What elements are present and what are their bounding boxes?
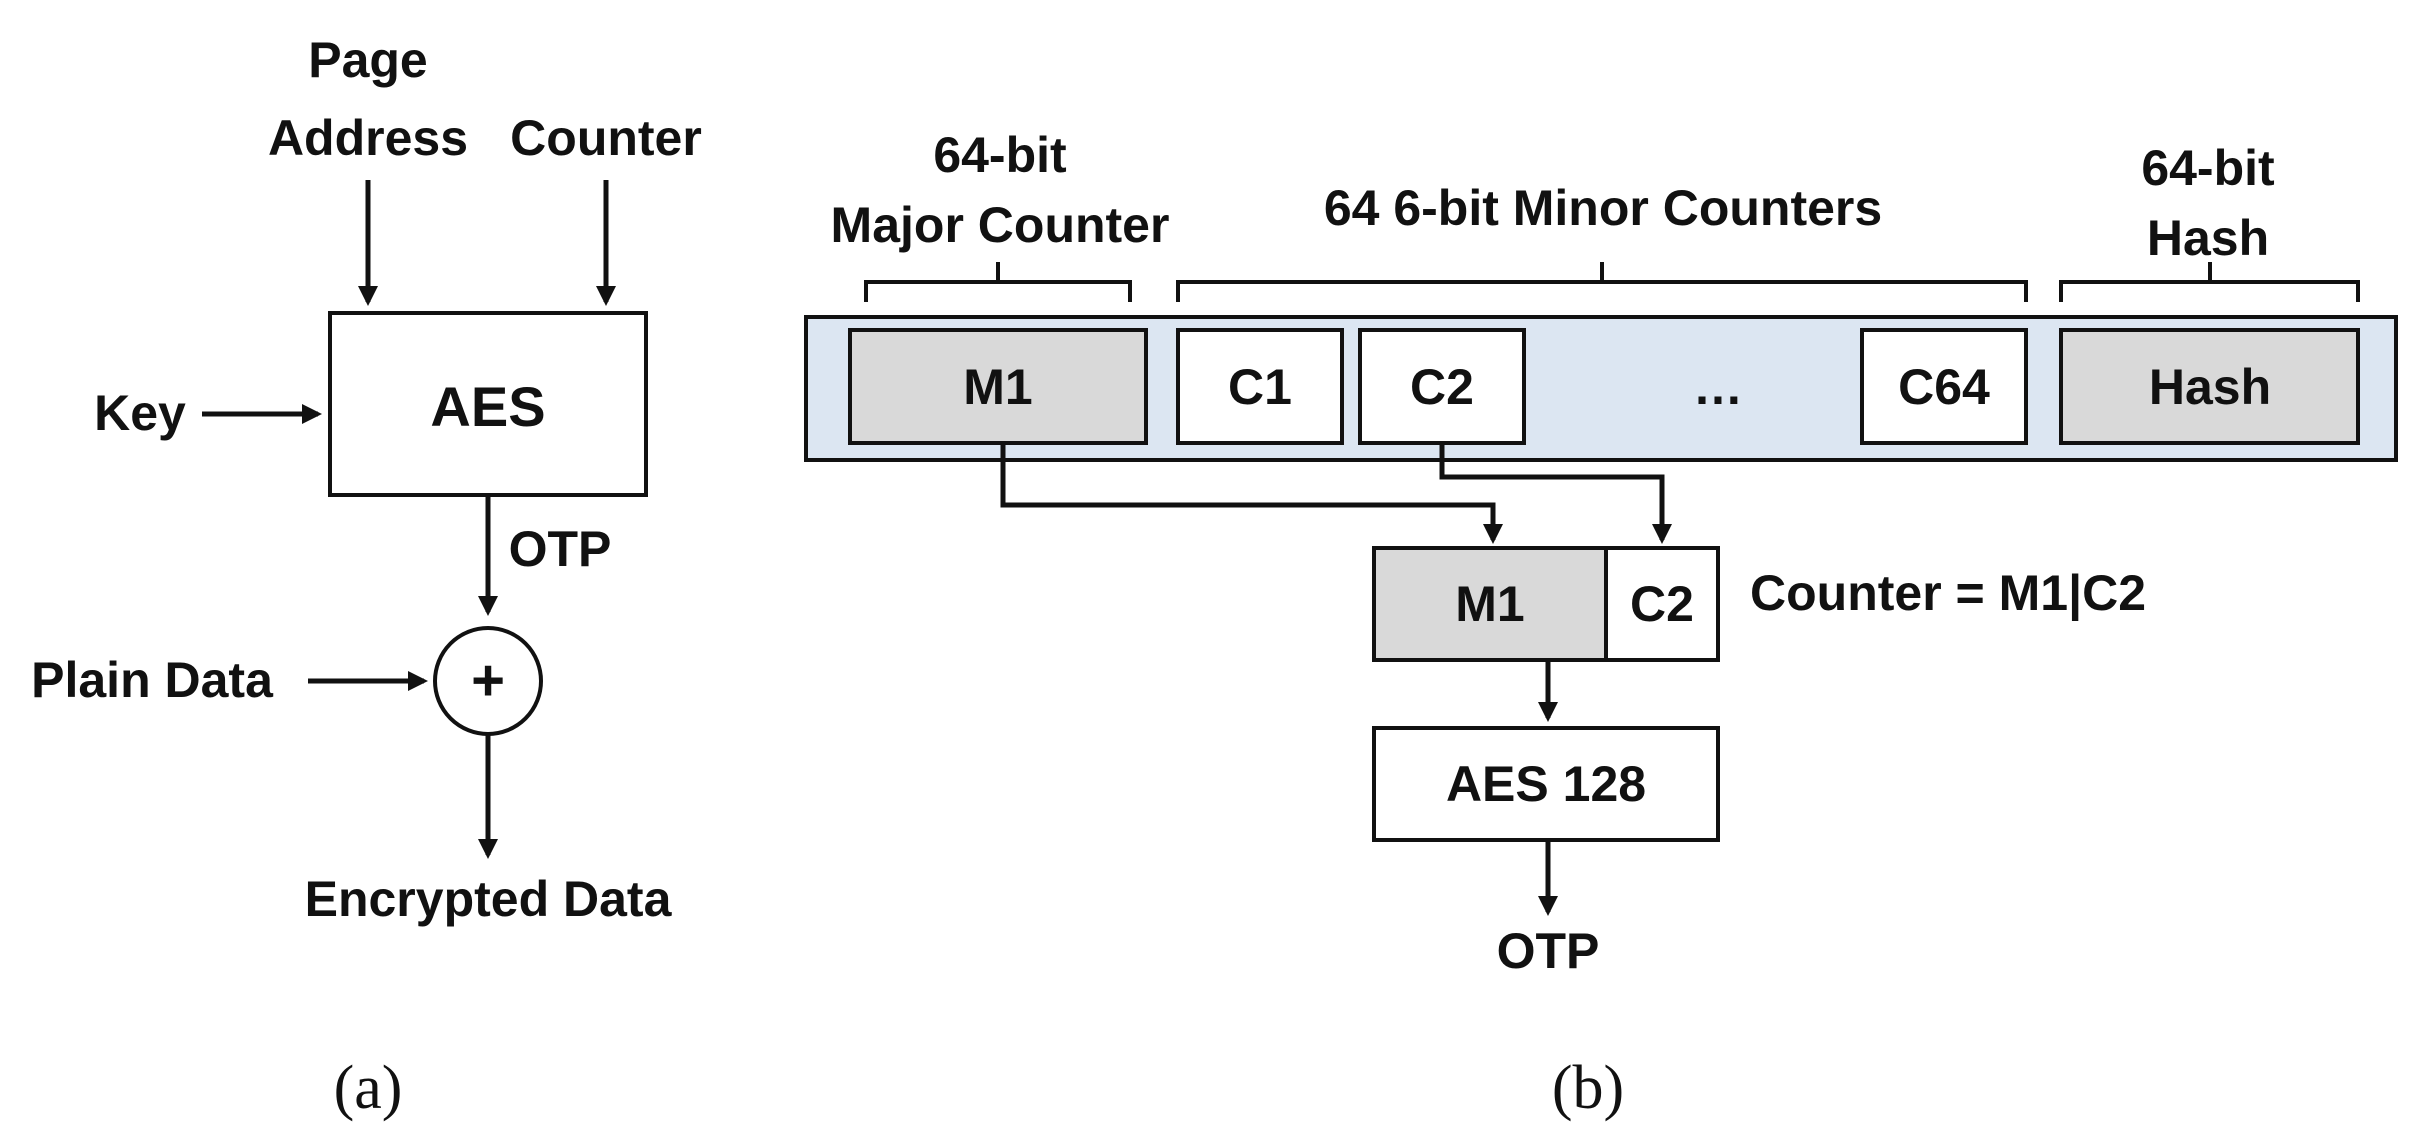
- hash-cell-label: Hash: [2149, 359, 2271, 415]
- major-counter-cell: [848, 328, 1148, 445]
- major-counter-brace: [864, 262, 1132, 302]
- minor-counter-c1-cell: [1176, 328, 1344, 445]
- ellipsis: …: [1693, 359, 1743, 415]
- plain-data-label: Plain Data: [31, 652, 274, 708]
- page-label: Page: [308, 32, 428, 88]
- minor-counter-c1-label: C1: [1228, 359, 1292, 415]
- panel-a: Page Address Counter AES Key OTP Plain D…: [31, 32, 702, 1122]
- aes-label: AES: [430, 375, 545, 438]
- aes-block: [328, 311, 648, 497]
- caption-a: (a): [334, 1054, 403, 1122]
- hash-cell: [2059, 328, 2360, 445]
- aes128-block: [1372, 726, 1720, 842]
- c2-to-counter-arrow: [1439, 443, 1672, 544]
- otp-label-b: OTP: [1497, 923, 1600, 979]
- hash-label-line2: Hash: [2147, 210, 2269, 266]
- minor-counter-c64-cell: [1860, 328, 2028, 445]
- counter-c2-part-label: C2: [1630, 576, 1694, 632]
- key-label: Key: [94, 385, 186, 441]
- hash-brace: [2059, 262, 2360, 302]
- major-counter-label-line2: Major Counter: [831, 197, 1170, 253]
- xor-symbol: +: [471, 648, 505, 713]
- minor-counter-c2-label: C2: [1410, 359, 1474, 415]
- counter-c2-part: [1604, 546, 1720, 662]
- otp-label-a: OTP: [509, 521, 612, 577]
- major-counter-cell-label: M1: [963, 359, 1032, 415]
- counter-input-label: Counter: [510, 110, 702, 166]
- major-counter-label-line1: 64-bit: [933, 127, 1067, 183]
- aes128-label: AES 128: [1446, 756, 1646, 812]
- minor-counters-label: 64 6-bit Minor Counters: [1324, 180, 1882, 236]
- caption-b: (b): [1552, 1054, 1624, 1122]
- m1-to-counter-arrow: [1000, 443, 1503, 544]
- counter-m1-part-label: M1: [1455, 576, 1524, 632]
- panel-b: 64-bit Major Counter 64 6-bit Minor Coun…: [804, 127, 2398, 1122]
- counter-formula: Counter = M1|C2: [1750, 565, 2146, 622]
- minor-counter-c64-label: C64: [1898, 359, 1990, 415]
- minor-counters-brace: [1176, 262, 2028, 302]
- address-label: Address: [268, 110, 468, 166]
- encrypted-data-label: Encrypted Data: [305, 871, 673, 927]
- hash-label-line1: 64-bit: [2141, 140, 2275, 196]
